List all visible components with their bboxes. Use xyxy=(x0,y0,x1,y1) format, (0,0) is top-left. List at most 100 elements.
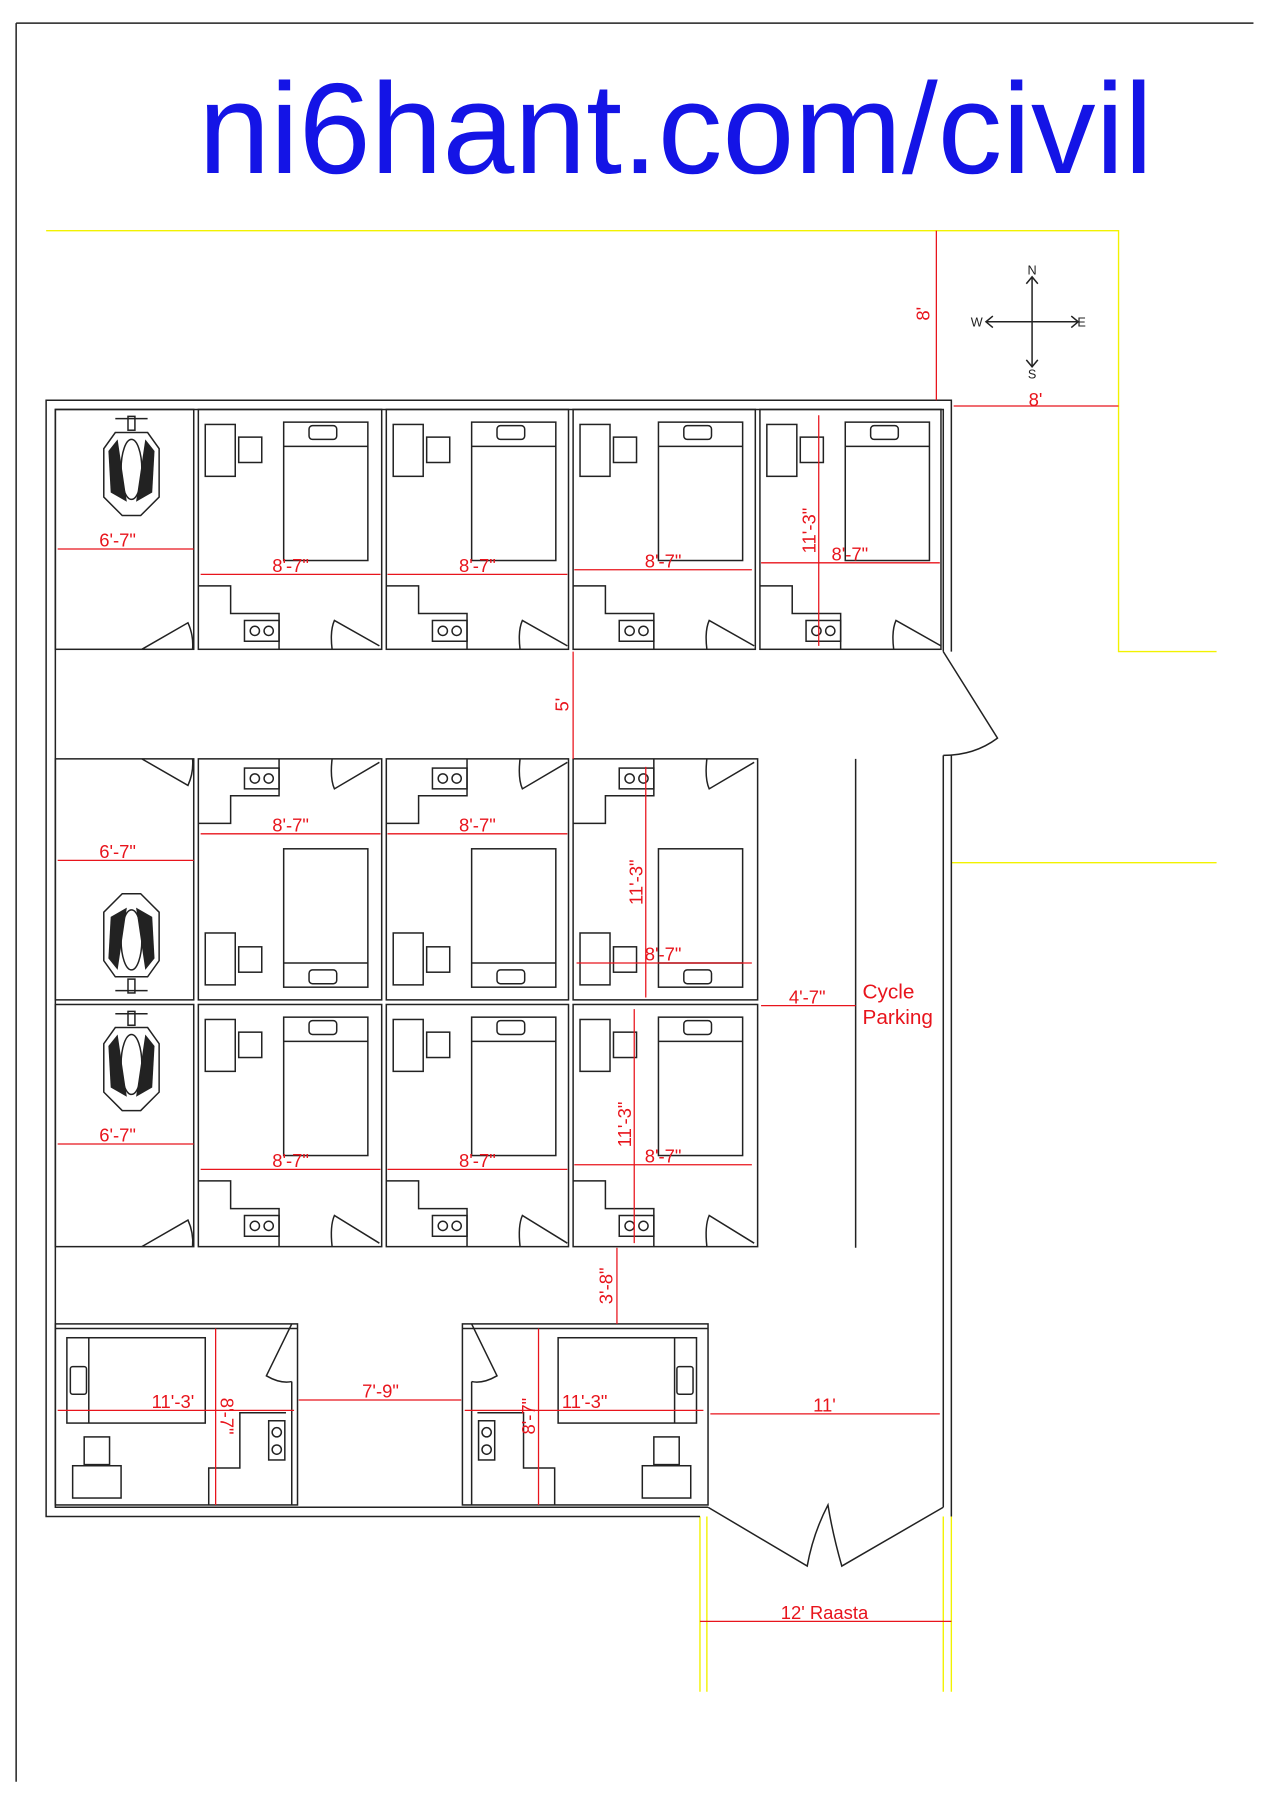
room xyxy=(385,1003,570,1248)
kitchen-counter xyxy=(386,585,468,650)
door-icon xyxy=(330,1214,380,1247)
chair xyxy=(425,436,451,464)
svg-text:11'-3": 11'-3" xyxy=(614,1102,635,1148)
door-icon xyxy=(705,758,755,790)
room xyxy=(197,1003,383,1248)
svg-text:6'-7": 6'-7" xyxy=(99,530,136,551)
desk xyxy=(641,1464,692,1499)
svg-text:8': 8' xyxy=(1029,389,1043,410)
door-icon xyxy=(141,1219,194,1248)
pillow xyxy=(69,1365,88,1395)
chair xyxy=(237,436,263,464)
bed xyxy=(557,1336,698,1424)
bed xyxy=(282,848,369,988)
gate-icon xyxy=(707,1502,944,1568)
door-icon xyxy=(265,1323,293,1383)
chair xyxy=(653,1436,680,1466)
dimensions: 8' 8' 5' 6'-7" 8'-7" 8'-7" 8'-7" 8'-7" 1… xyxy=(57,230,1119,1623)
stove-icon xyxy=(267,1420,286,1461)
svg-text:3'-8": 3'-8" xyxy=(595,1267,616,1304)
bed xyxy=(282,1016,369,1157)
stove-icon xyxy=(431,767,468,790)
stove-icon xyxy=(618,1214,655,1238)
svg-text:8'-7": 8'-7" xyxy=(832,544,869,565)
svg-text:6'-7": 6'-7" xyxy=(99,841,136,862)
stove-icon xyxy=(243,619,280,642)
door-icon xyxy=(518,1214,568,1247)
bed xyxy=(844,421,931,562)
door-icon xyxy=(141,621,194,650)
pillow xyxy=(496,969,526,985)
squat-toilet-icon xyxy=(103,1026,160,1112)
chair xyxy=(237,946,263,973)
desk xyxy=(204,932,236,986)
pillow xyxy=(683,1019,713,1036)
svg-text:8': 8' xyxy=(912,307,933,321)
chair xyxy=(799,436,825,464)
svg-text:7'-9": 7'-9" xyxy=(362,1381,399,1402)
door-icon xyxy=(141,758,194,787)
kitchen-counter xyxy=(573,585,655,650)
stove-icon xyxy=(618,619,655,642)
chair xyxy=(425,946,451,973)
door-icon xyxy=(518,758,568,790)
room xyxy=(572,1003,759,1248)
svg-text:8'-7": 8'-7" xyxy=(459,555,496,576)
svg-text:11'-3": 11'-3" xyxy=(625,859,646,905)
tap-icon xyxy=(127,1010,136,1026)
chair xyxy=(83,1436,111,1466)
door-icon xyxy=(518,619,568,650)
desk xyxy=(579,1018,611,1073)
site-boundary xyxy=(46,230,1217,1692)
svg-text:8'-7": 8'-7" xyxy=(272,815,309,836)
room xyxy=(572,408,757,651)
pillow xyxy=(869,424,900,441)
stove-icon xyxy=(618,767,655,790)
chair xyxy=(612,1031,638,1059)
svg-text:N: N xyxy=(1027,264,1036,278)
toilet xyxy=(54,1003,195,1248)
chair xyxy=(237,1031,263,1059)
svg-text:4'-7": 4'-7" xyxy=(789,986,826,1007)
svg-text:8'-7": 8'-7" xyxy=(645,1145,682,1166)
kitchen-counter xyxy=(207,1411,286,1505)
building-walls xyxy=(45,399,953,1518)
room xyxy=(759,408,942,651)
tap-icon xyxy=(127,415,136,431)
kitchen-counter xyxy=(477,1411,556,1505)
bed xyxy=(657,421,744,562)
svg-text:8'-7": 8'-7" xyxy=(645,944,682,965)
door-icon xyxy=(705,1214,755,1247)
svg-text:11'-3": 11'-3" xyxy=(798,508,819,554)
stove-icon xyxy=(243,767,280,790)
stove-icon xyxy=(477,1420,496,1461)
svg-text:8'-7": 8'-7" xyxy=(459,815,496,836)
chair xyxy=(612,946,638,973)
bed xyxy=(470,848,557,988)
parking-label: Parking xyxy=(863,1006,933,1029)
room xyxy=(385,408,570,651)
cycle-label: Cycle xyxy=(863,981,915,1004)
squat-toilet-icon xyxy=(103,431,160,517)
chair xyxy=(612,436,638,464)
desk xyxy=(392,1018,424,1073)
site-title: ni6hant.com/civil xyxy=(198,57,1153,201)
svg-text:6'-7": 6'-7" xyxy=(99,1125,136,1146)
squat-toilet-icon xyxy=(103,893,160,978)
toilet xyxy=(54,758,195,1001)
desk xyxy=(392,423,424,478)
toilet xyxy=(54,408,195,651)
door-icon xyxy=(892,619,942,650)
stove-icon xyxy=(431,619,468,642)
compass-icon: N S W E xyxy=(971,264,1086,382)
main-door-icon xyxy=(942,651,999,757)
pillow xyxy=(496,1019,526,1036)
svg-text:E: E xyxy=(1077,315,1085,329)
desk xyxy=(392,932,424,986)
door-icon xyxy=(470,1323,498,1383)
svg-text:8'-7": 8'-7" xyxy=(518,1398,539,1435)
svg-text:S: S xyxy=(1028,367,1036,381)
stove-icon xyxy=(805,619,842,642)
desk xyxy=(766,423,798,478)
pillow xyxy=(683,424,713,441)
